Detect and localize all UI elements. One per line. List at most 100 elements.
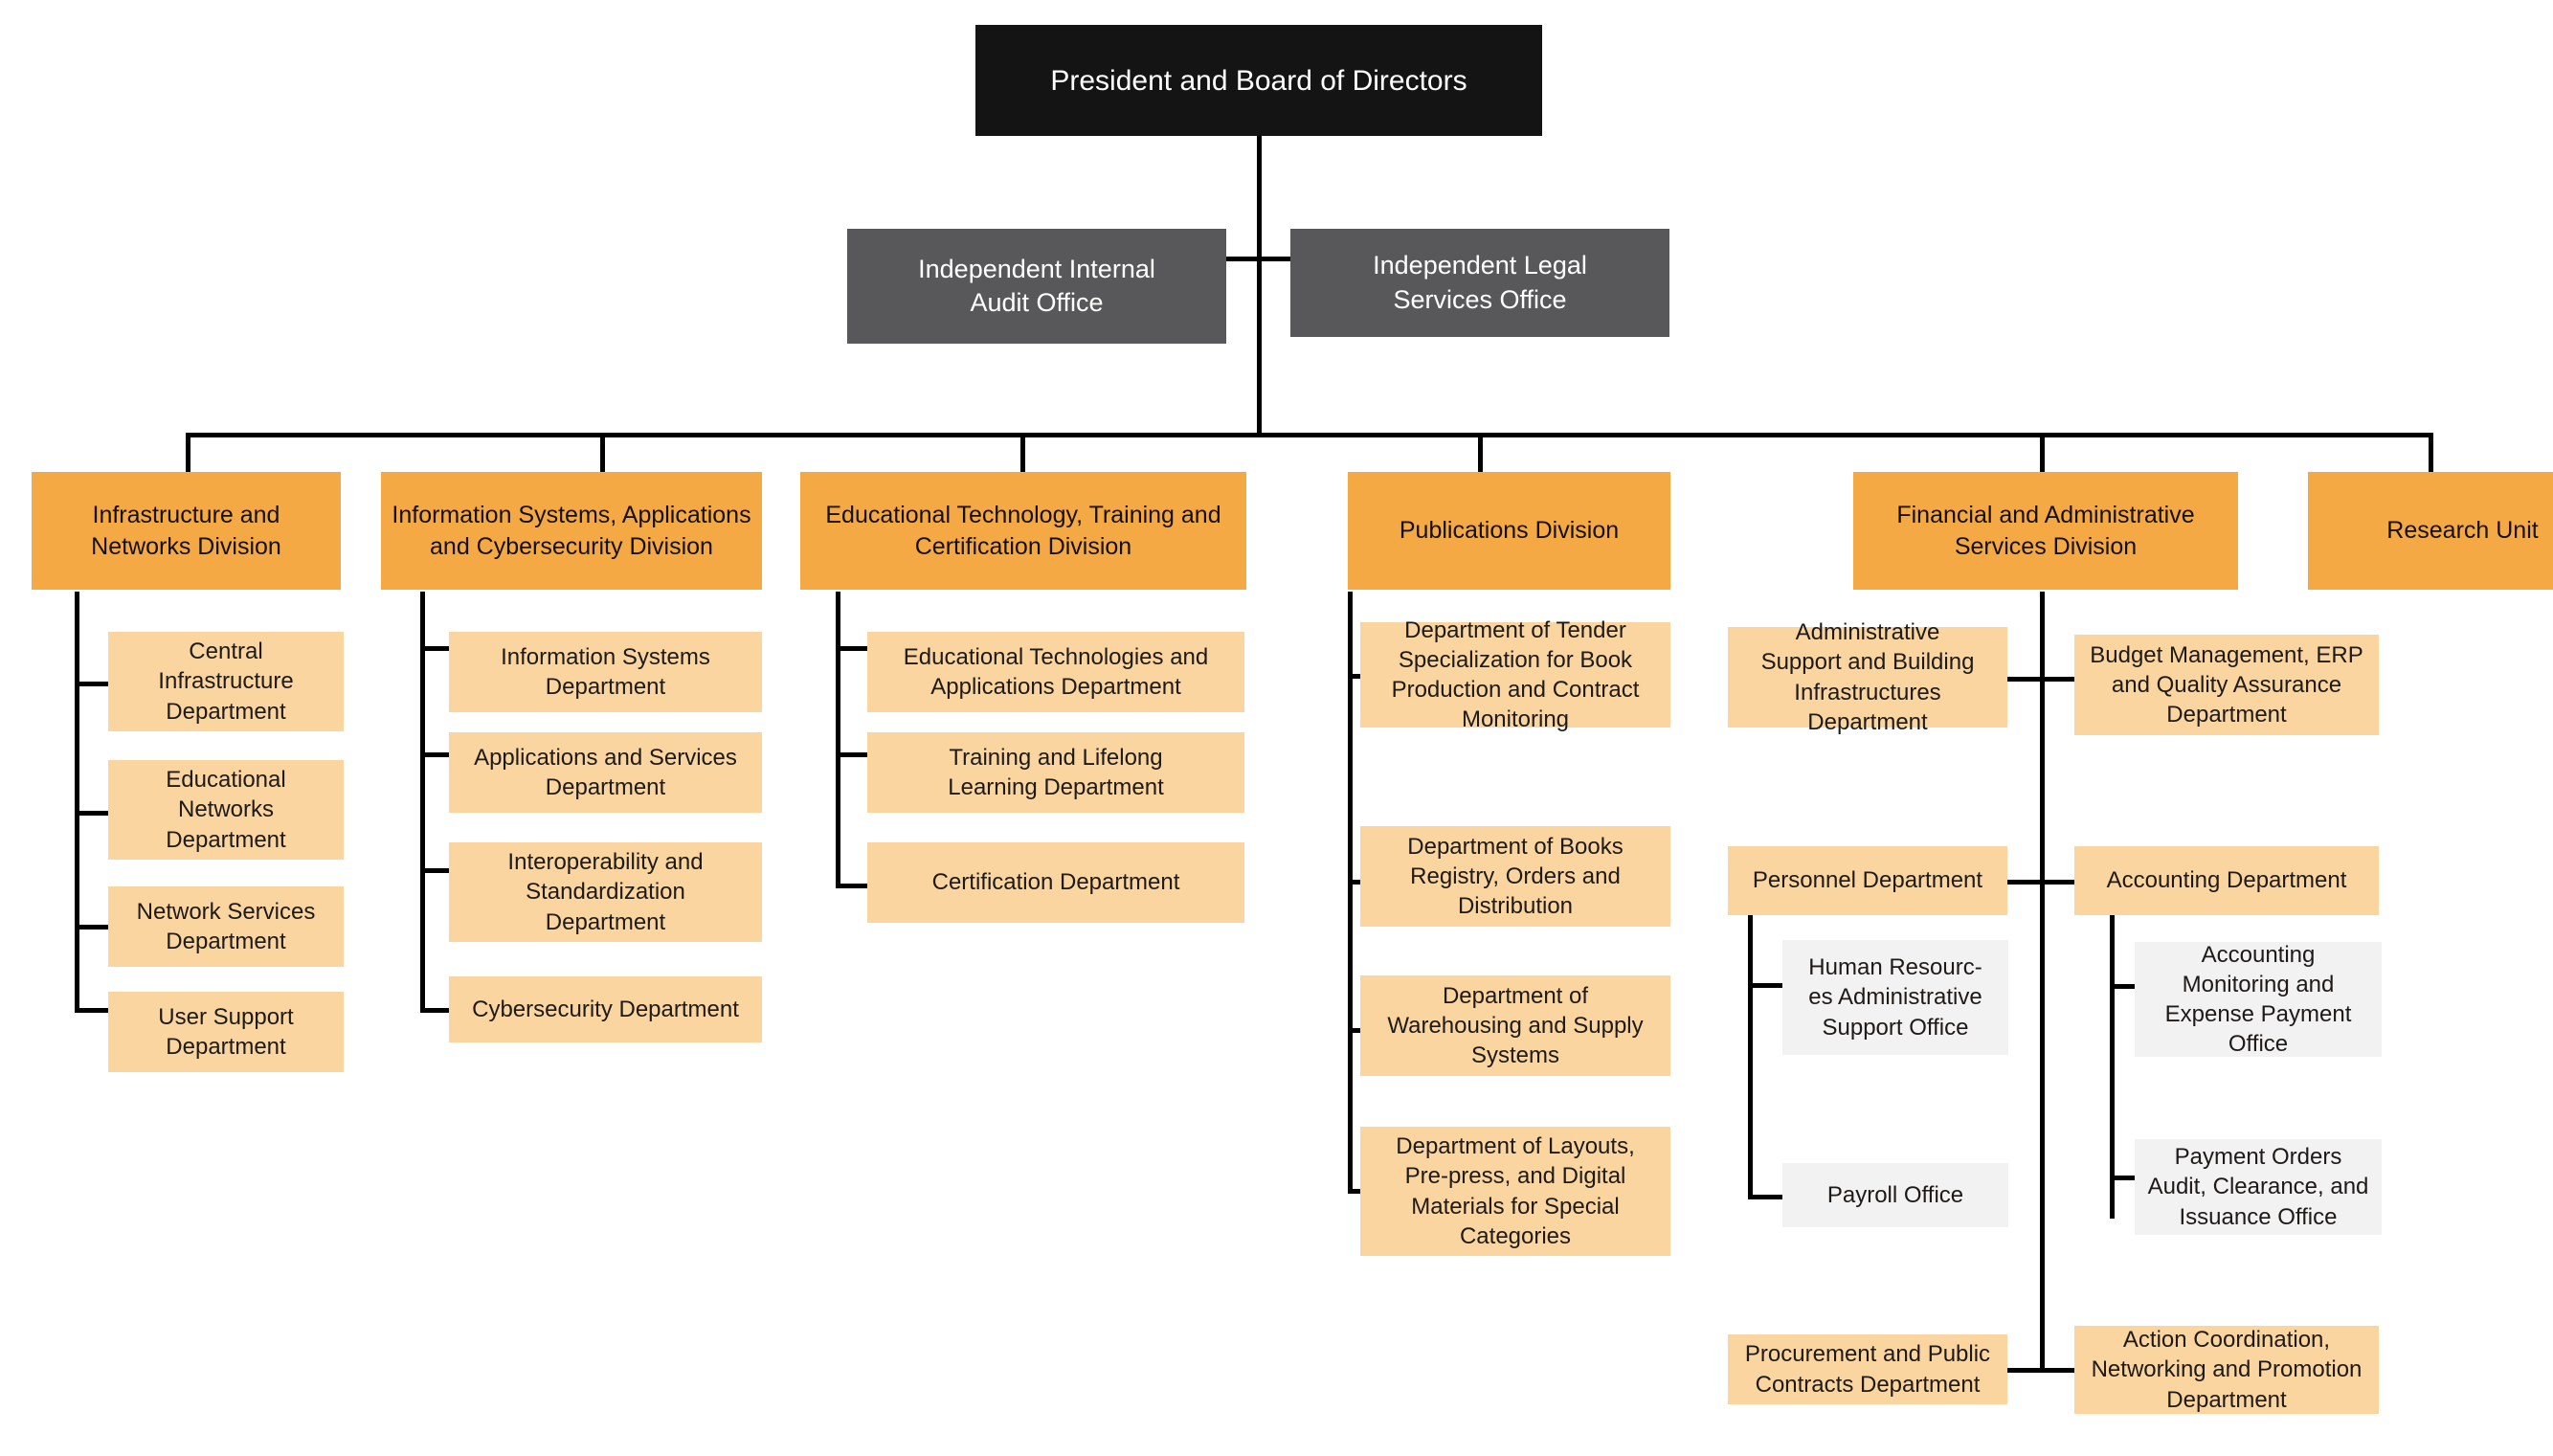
node-accounting-department[interactable]: Accounting Department [2074,846,2379,915]
connector-branch-2-2 [420,752,449,757]
node-label: Research Unit [2386,517,2539,545]
node-label: Interoperability and Standardization Dep… [507,849,704,935]
connector-drop-division-5 [2040,433,2045,475]
node-procurement-and-public-contracts-department[interactable]: Procurement and Public Contracts Departm… [1728,1334,2007,1404]
node-certification-department[interactable]: Certification Department [867,842,1244,923]
connector-main-bus [186,433,2433,437]
node-president-and-board[interactable]: President and Board of Directors [975,25,1542,136]
node-label: Administrative Support and Building Infr… [1760,619,1975,735]
node-label: Department of Warehousing and Supply Sys… [1387,982,1644,1069]
node-label: Payment Orders Audit, Clearance, and Iss… [2147,1144,2369,1230]
connector-staff-left [1225,257,1260,261]
node-label: Central Infrastructure Department [158,638,294,725]
node-label: President and Board of Directors [1050,64,1467,97]
connector-branch-4-4 [1348,1189,1363,1194]
node-label: Human Resourc- es Administrative Support… [1808,954,1982,1041]
connector-branch-3-1 [836,646,867,651]
node-label: Personnel Department [1752,867,1983,894]
connector-drop-division-1 [186,433,190,475]
connector-branch-accounting-2 [2110,1176,2135,1180]
node-label: Applications and Services Department [474,744,737,800]
connector-branch-2-1 [420,646,449,651]
node-user-support-department[interactable]: User Support Department [108,992,344,1072]
node-label: Information Systems, Applications and Cy… [392,502,751,560]
node-accounting-monitoring-and-expense-payment-office[interactable]: Accounting Monitoring and Expense Paymen… [2135,942,2382,1057]
connector-branch-4-3 [1348,1028,1363,1033]
node-label: Educational Technologies and Application… [903,643,1209,700]
connector-branch-1-4 [75,1008,108,1013]
connector-branch-1-3 [75,925,108,930]
node-personnel-department[interactable]: Personnel Department [1728,846,2007,915]
node-human-resources-administrative-support-office[interactable]: Human Resourc- es Administrative Support… [1782,940,2008,1055]
node-label: Independent Internal Audit Office [918,254,1155,317]
node-division-infrastructure-and-networks[interactable]: Infrastructure and Networks Division [32,472,341,590]
node-division-educational-technology-training-certification[interactable]: Educational Technology, Training and Cer… [800,472,1246,590]
connector-branch-5-left-3 [2007,1368,2043,1373]
connector-spine-division-2 [420,592,425,1013]
connector-branch-2-4 [420,1008,449,1013]
node-label: Accounting Monitoring and Expense Paymen… [2164,941,2352,1058]
node-label: Network Services Department [136,898,316,954]
connector-branch-3-3 [836,884,867,888]
connector-branch-5-left-2 [2007,880,2043,885]
connector-branch-4-2 [1348,880,1363,885]
node-department-of-tender-specialization[interactable]: Department of Tender Specialization for … [1360,617,1670,732]
connector-drop-division-6 [2429,433,2433,475]
node-label: Information Systems Department [501,643,710,700]
node-label: Payroll Office [1826,1181,1964,1208]
node-applications-and-services-department[interactable]: Applications and Services Department [449,732,762,813]
node-label: Infrastructure and Networks Division [91,502,281,560]
connector-branch-personnel-1 [1748,983,1782,988]
connector-branch-1-2 [75,811,108,816]
connector-spine-division-3 [836,592,840,886]
node-budget-management-erp-and-quality-assurance-department[interactable]: Budget Management, ERP and Quality Assur… [2074,635,2379,735]
connector-branch-5-right-3 [2040,1368,2074,1373]
connector-branch-2-3 [420,868,449,873]
node-network-services-department[interactable]: Network Services Department [108,886,344,967]
connector-branch-4-1 [1348,674,1363,679]
node-independent-internal-audit-office[interactable]: Independent Internal Audit Office [847,229,1226,344]
node-information-systems-department[interactable]: Information Systems Department [449,632,762,712]
node-department-of-books-registry-orders-distribution[interactable]: Department of Books Registry, Orders and… [1360,826,1670,927]
node-division-information-systems-applications-cybersecurity[interactable]: Information Systems, Applications and Cy… [381,472,762,590]
node-cybersecurity-department[interactable]: Cybersecurity Department [449,976,762,1042]
connector-drop-division-4 [1478,433,1483,475]
connector-branch-1-1 [75,682,108,686]
connector-spine-personnel [1748,912,1753,1199]
node-label: Certification Department [931,869,1180,896]
node-division-publications[interactable]: Publications Division [1348,472,1670,590]
node-interoperability-and-standardization-department[interactable]: Interoperability and Standardization Dep… [449,842,762,942]
node-label: Department of Layouts, Pre-press, and Di… [1396,1133,1635,1249]
connector-spine-accounting [2110,912,2115,1219]
node-educational-networks-department[interactable]: Educational Networks Department [108,760,344,860]
node-independent-legal-services-office[interactable]: Independent Legal Services Office [1290,229,1669,337]
node-department-of-layouts-prepress-digital-materials[interactable]: Department of Layouts, Pre-press, and Di… [1360,1127,1670,1256]
node-division-financial-and-administrative-services[interactable]: Financial and Administrative Services Di… [1853,472,2238,590]
node-payroll-office[interactable]: Payroll Office [1782,1163,2008,1227]
node-label: User Support Department [158,1003,294,1060]
node-label: Publications Division [1399,517,1620,545]
connector-branch-5-right-1 [2040,677,2074,682]
node-label: Independent Legal Services Office [1373,251,1587,314]
node-action-coordination-networking-and-promotion-department[interactable]: Action Coordination, Networking and Prom… [2074,1326,2379,1414]
node-central-infrastructure-department[interactable]: Central Infrastructure Department [108,632,344,731]
node-payment-orders-audit-clearance-and-issuance-office[interactable]: Payment Orders Audit, Clearance, and Iss… [2135,1139,2382,1235]
connector-branch-personnel-2 [1748,1195,1782,1199]
node-label: Budget Management, ERP and Quality Assur… [2090,641,2363,728]
node-division-research-unit[interactable]: Research Unit [2308,472,2553,590]
node-label: Department of Books Registry, Orders and… [1407,833,1624,920]
connector-spine-division-5 [2040,592,2045,1370]
connector-branch-5-left-1 [2007,677,2043,682]
node-label: Educational Networks Department [166,767,286,853]
connector-branch-5-right-2 [2040,880,2074,885]
node-training-and-lifelong-learning-department[interactable]: Training and Lifelong Learning Departmen… [867,732,1244,813]
node-label: Cybersecurity Department [472,996,739,1022]
node-administrative-support-and-building-infrastructures-department[interactable]: Administrative Support and Building Infr… [1728,619,2007,735]
connector-root-stem [1257,135,1262,435]
node-educational-technologies-and-applications-department[interactable]: Educational Technologies and Application… [867,632,1244,712]
node-label: Financial and Administrative Services Di… [1896,502,2195,560]
node-department-of-warehousing-and-supply-systems[interactable]: Department of Warehousing and Supply Sys… [1360,975,1670,1076]
connector-spine-division-4 [1348,592,1353,1191]
connector-branch-accounting-1 [2110,984,2135,989]
connector-branch-3-2 [836,752,867,757]
